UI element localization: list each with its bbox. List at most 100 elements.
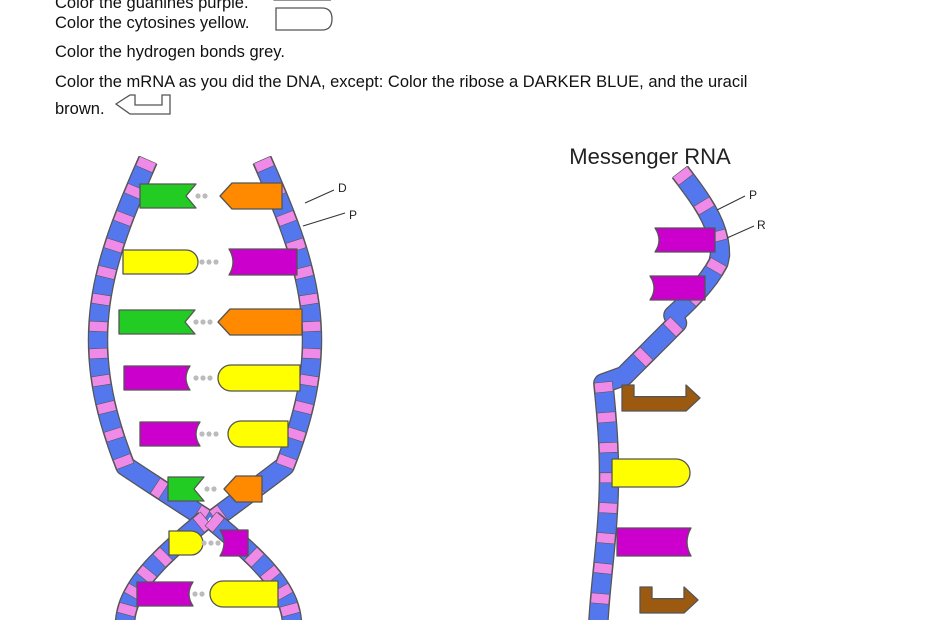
instruction-hydrogen-bonds: Color the hydrogen bonds grey. [55, 43, 285, 61]
mrna-phosphate-band [672, 165, 694, 186]
dna-right-backbone-outline [206, 155, 323, 529]
dna-phosphate-band [279, 602, 301, 618]
hydrogen-bond [206, 259, 212, 265]
dna-base-left [123, 365, 191, 391]
instruction-guanines: Color the guanines purple. [55, 0, 249, 12]
dna-base-right [228, 248, 298, 276]
mrna-base [654, 227, 716, 253]
instruction-cytosines: Color the cytosines yellow. [55, 14, 250, 32]
uracil-swatch [114, 94, 171, 115]
mrna-title: Messenger RNA [569, 144, 731, 169]
dna-base-right [219, 182, 283, 210]
mrna-base [611, 458, 691, 488]
hydrogen-bond [207, 375, 213, 381]
dna-phosphate-band [204, 511, 225, 533]
hydrogen-bond [213, 431, 219, 437]
hydrogen-bond [192, 591, 198, 597]
dna-base-right [223, 475, 263, 503]
dna-label-d: D [338, 181, 347, 195]
cytosine-swatch [275, 7, 333, 31]
dna-phosphate-band [275, 453, 297, 470]
dna-phosphate-band [91, 292, 112, 307]
dna-phosphate-band [302, 320, 322, 333]
hydrogen-bond [211, 486, 217, 492]
dna-phosphate-band [88, 320, 108, 333]
mrna-phosphate-band [705, 257, 727, 276]
dna-phosphate-band [88, 347, 108, 360]
mrna-phosphate-band [593, 380, 614, 394]
mrna-phosphate-band [693, 196, 715, 216]
dna-phosphate-band [275, 210, 297, 227]
instruction-mrna: Color the mRNA as you did the DNA, excep… [55, 73, 748, 91]
dna-phosphate-band [113, 210, 135, 227]
hydrogen-bond [199, 591, 205, 597]
dna-phosphate-band [298, 292, 319, 307]
rna-label-p: P [749, 188, 757, 202]
dna-phosphate-band [293, 400, 314, 415]
dna-base-right [227, 420, 289, 448]
hydrogen-bond [199, 259, 205, 265]
hydrogen-bond [207, 319, 213, 325]
mrna-phosphate-band [590, 592, 610, 605]
dna-phosphate-band [116, 602, 138, 618]
dna-phosphate-band [152, 546, 174, 568]
dna-base-left [122, 249, 199, 275]
dna-phosphate-band [302, 347, 322, 360]
mrna-strand [588, 165, 731, 620]
dna-base-left [168, 530, 204, 556]
dna-base-left [118, 309, 196, 335]
dna-right-backbone [207, 156, 321, 528]
mrna-base [649, 275, 706, 301]
hydrogen-bond [195, 193, 201, 199]
mrna-phosphate-band [596, 532, 616, 545]
hydrogen-bond [200, 319, 206, 325]
dna-base-left [139, 421, 201, 447]
mrna-base [639, 586, 699, 614]
dna-left-backbone-outline [87, 155, 214, 529]
dna-double-helix [87, 155, 323, 620]
dna-phosphate-band [96, 400, 117, 415]
mrna-phosphate-band [596, 411, 617, 424]
dna-phosphate-band [135, 155, 157, 174]
hydrogen-bond [202, 193, 208, 199]
mrna-phosphate-band [662, 316, 684, 338]
ribose-pointer [726, 225, 755, 239]
dna-base-right [217, 364, 301, 392]
hydrogen-bond [193, 375, 199, 381]
hydrogen-bond [208, 540, 214, 546]
hydrogen-bond [199, 431, 205, 437]
dna-phosphate-band [91, 373, 112, 388]
rna-label-r: R [757, 218, 766, 232]
hydrogen-bond [215, 540, 221, 546]
mrna-base [616, 527, 692, 557]
dna-phosphate-band [293, 265, 314, 280]
dna-phosphate-band [96, 265, 117, 280]
rna-phosphate-pointer [716, 195, 746, 211]
mrna-base [621, 384, 701, 412]
dna-base-left [139, 183, 197, 209]
dna-base-right [219, 529, 249, 557]
dna-base-right [209, 580, 279, 608]
hydrogen-bond [193, 319, 199, 325]
mrna-phosphate-band [593, 562, 613, 575]
dna-base-left [136, 581, 194, 607]
dna-phosphate-band [103, 426, 125, 443]
dna-phosphate-band [253, 155, 275, 174]
dna-phosphate-band [103, 237, 125, 254]
dna-phosphate-pointer [302, 212, 346, 227]
mrna-backbone [589, 166, 729, 620]
hydrogen-bond [204, 486, 210, 492]
dna-base-right [217, 308, 303, 336]
dna-label-p: P [349, 208, 357, 222]
instruction-mrna-continued: brown. [55, 100, 105, 118]
hydrogen-bond [201, 540, 207, 546]
dna-phosphate-band [243, 546, 265, 568]
mrna-phosphate-band [598, 441, 618, 454]
dna-phosphate-band [113, 453, 135, 470]
mrna-phosphate-band [632, 346, 654, 368]
deoxyribose-pointer [304, 189, 335, 204]
hydrogen-bond [206, 431, 212, 437]
hydrogen-bond [213, 259, 219, 265]
dna-base-left [167, 476, 205, 502]
